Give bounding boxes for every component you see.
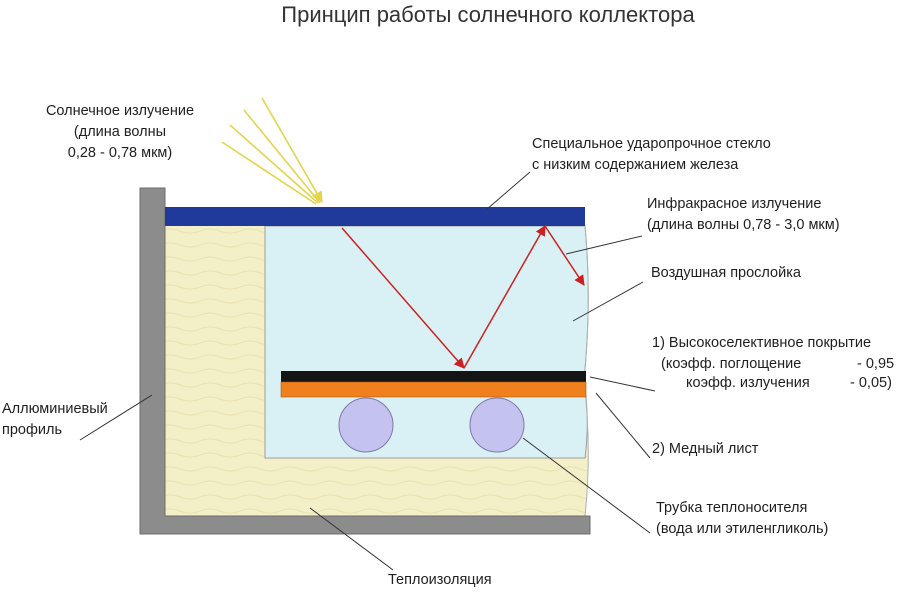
tube-label-line-1: Трубка теплоносителя — [656, 500, 807, 516]
label-coating: 1) Высокоселективное покрытие (коэфф. по… — [652, 335, 894, 391]
coating-label: 1) Высокоселективное покрытие — [652, 335, 871, 351]
aluminium-profile — [139, 187, 591, 535]
label-glass: Специальное ударопрочное стекло с низким… — [532, 136, 771, 173]
solar-label-line-3: 0,28 - 0,78 мкм) — [68, 145, 172, 161]
heat-carrier-tube-1 — [338, 397, 394, 453]
label-air-gap: Воздушная прослойка — [651, 265, 802, 281]
copper-sheet — [280, 381, 587, 398]
profile-label-line-1: Аллюминиевый — [2, 401, 108, 417]
emission-value: - 0,05) — [850, 375, 892, 391]
label-tube: Трубка теплоносителя (вода или этиленгли… — [656, 500, 828, 537]
tube-label-line-2: (вода или этиленгликоль) — [656, 521, 828, 537]
infrared-label-line-1: Инфракрасное излучение — [647, 196, 821, 212]
solar-rays — [221, 97, 323, 205]
glass-label-line-1: Специальное ударопрочное стекло — [532, 136, 771, 152]
air-gap — [264, 225, 589, 459]
label-insulation: Теплоизоляция — [388, 572, 492, 588]
solar-label-line-1: Солнечное излучение — [46, 103, 194, 119]
heat-carrier-tube-2 — [469, 397, 525, 453]
emission-label: коэфф. излучения — [686, 375, 810, 391]
label-solar-radiation: Солнечное излучение (длина волны 0,28 - … — [46, 103, 194, 161]
solar-label-line-2: (длина волны — [74, 124, 166, 140]
infrared-label-line-2: (длина волны 0,78 - 3,0 мкм) — [647, 217, 840, 233]
glass-label-line-2: с низким содержанием железа — [532, 157, 739, 173]
label-infrared: Инфракрасное излучение (длина волны 0,78… — [647, 196, 840, 233]
selective-coating — [281, 371, 586, 382]
glass-cover — [165, 207, 585, 226]
leader-lines — [79, 171, 656, 571]
absorption-label: (коэфф. поглощение — [661, 356, 801, 372]
absorption-value: - 0,95 — [857, 356, 894, 372]
reflection-rays — [341, 225, 585, 369]
profile-label-line-2: профиль — [2, 422, 62, 438]
diagram-title: Принцип работы солнечного коллектора — [281, 2, 695, 27]
label-copper-sheet: 2) Медный лист — [652, 441, 759, 457]
label-profile: Аллюминиевый профиль — [2, 401, 108, 438]
